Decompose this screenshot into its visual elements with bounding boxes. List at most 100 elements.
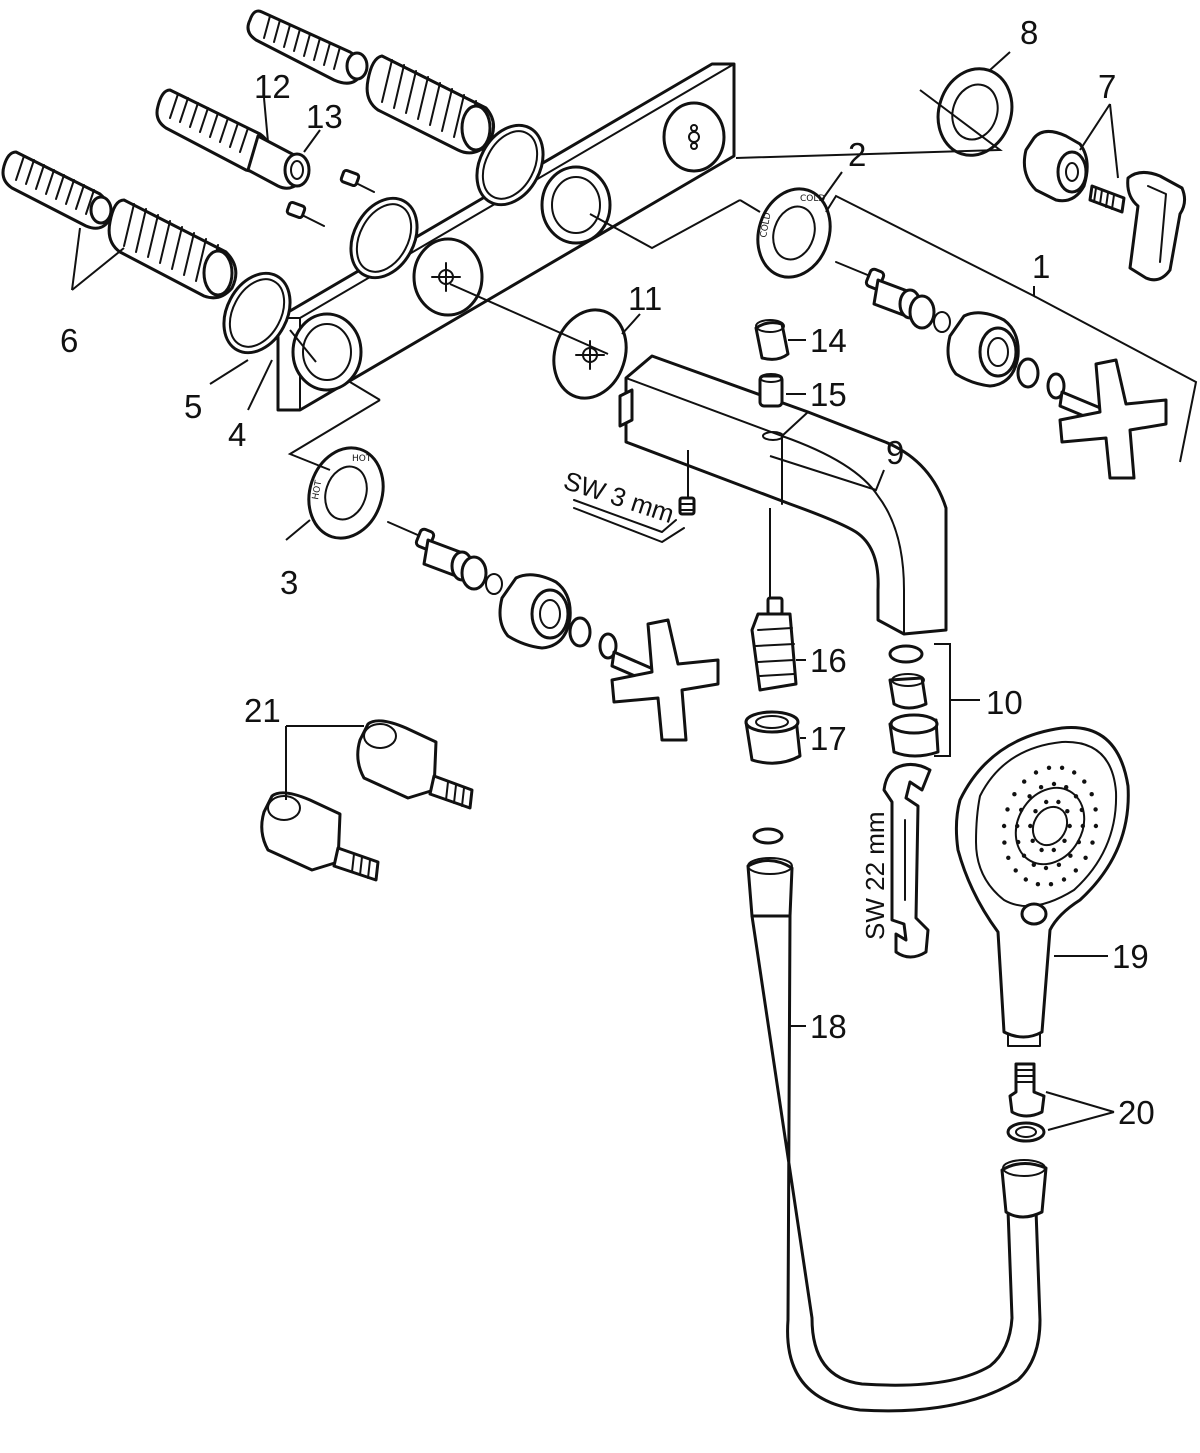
- callout-21: 21: [244, 692, 281, 729]
- nozzle-dot: [1076, 839, 1082, 845]
- bath-spout: [618, 354, 948, 636]
- nozzle-dot: [1039, 847, 1044, 853]
- plate-hole-1: [291, 312, 363, 392]
- nozzle-dot: [1048, 882, 1054, 887]
- callout-9: 9: [886, 434, 904, 471]
- nozzle-dot: [1065, 809, 1070, 814]
- callout-3: 3: [280, 564, 298, 601]
- nozzle-dot: [1001, 823, 1007, 829]
- callout-14: 14: [810, 322, 847, 359]
- nozzle-dot: [1044, 799, 1049, 805]
- plate-hole-4: [662, 101, 726, 173]
- spout-cap: [754, 319, 790, 361]
- escutcheon-ring-11: [552, 308, 628, 400]
- grub-screw: [678, 496, 696, 516]
- escutcheon-ring-hot: HOT HOT: [307, 446, 385, 540]
- extension-sleeve-left-small: [1, 150, 113, 230]
- diverter-cartridge: [750, 596, 798, 692]
- o-ring-1: [222, 271, 292, 355]
- plate-screw-2: [285, 200, 325, 227]
- nozzle-dot: [1051, 847, 1057, 853]
- nozzle-dot: [1030, 838, 1035, 843]
- nozzle-dot: [1043, 865, 1049, 871]
- o-ring-2: [349, 196, 419, 280]
- nozzle-dot: [1061, 877, 1067, 882]
- plate-screw-1: [339, 168, 375, 193]
- nozzle-dot: [1033, 770, 1039, 775]
- extension-sleeve-middle: [155, 88, 311, 190]
- nozzle-dot: [1019, 807, 1024, 813]
- nozzle-dot: [1059, 765, 1065, 770]
- o-ring-3: [475, 123, 545, 207]
- valve-set-hot: [387, 521, 720, 742]
- nozzle-dot: [1016, 839, 1021, 845]
- nozzle-dot: [1089, 792, 1094, 797]
- callout-18: 18: [810, 1008, 847, 1045]
- callout-16: 16: [810, 642, 847, 679]
- nozzle-dot: [1031, 862, 1037, 867]
- plate-hole-2: [412, 237, 484, 317]
- nozzle-dot: [1013, 868, 1018, 873]
- cartridge-nut: [744, 710, 802, 765]
- shower-hose: [746, 827, 1048, 1413]
- aerator-set: [888, 644, 940, 758]
- nozzle-dot: [1090, 840, 1095, 845]
- nozzle-dot: [1073, 868, 1079, 873]
- callout-11: 11: [628, 280, 662, 317]
- adapter-upper: [356, 719, 474, 810]
- flow-limiter-set: [1006, 1062, 1046, 1143]
- nozzle-dot: [1093, 807, 1098, 812]
- nozzle-dot: [1083, 855, 1088, 860]
- nozzle-dot: [1006, 855, 1011, 860]
- nozzle-dot: [1012, 792, 1017, 797]
- plate-hole-3: [540, 165, 612, 245]
- callout-2: 2: [848, 136, 866, 173]
- wall-plate: [276, 62, 736, 412]
- nozzle-dot: [1079, 807, 1085, 813]
- nozzle-dot: [1056, 799, 1061, 805]
- callout-5: 5: [184, 388, 202, 425]
- adapter-set: [260, 719, 474, 882]
- nozzle-dot: [1015, 823, 1020, 829]
- callout-7: 7: [1098, 68, 1116, 105]
- nozzle-dot: [1046, 765, 1052, 770]
- callout-1: 1: [1032, 248, 1050, 285]
- callout-19: 19: [1112, 938, 1149, 975]
- nozzle-dot: [1033, 809, 1038, 814]
- nozzle-dot: [1072, 770, 1077, 775]
- nozzle-dot: [1067, 823, 1072, 829]
- nozzle-dot: [1082, 779, 1087, 784]
- nozzle-dot: [1027, 794, 1032, 799]
- nozzle-dot: [1038, 785, 1044, 790]
- nozzle-dot: [1080, 823, 1086, 829]
- extension-sleeve-left-large: [107, 198, 238, 300]
- nozzle-dot: [1023, 877, 1028, 882]
- wall-bracket-set: [1022, 130, 1187, 282]
- nozzle-dot: [1073, 794, 1079, 799]
- callout-8: 8: [1020, 14, 1038, 51]
- nozzle-dot: [1035, 882, 1041, 887]
- wrench-label: SW 22 mm: [860, 811, 890, 940]
- wrench-tool: SW 22 mm: [860, 763, 932, 959]
- nozzle-dot: [1062, 838, 1067, 843]
- callout-10: 10: [986, 684, 1023, 721]
- callout-17: 17: [810, 720, 847, 757]
- nozzle-dot: [1056, 862, 1062, 867]
- callout-4: 4: [228, 416, 246, 453]
- nozzle-dot: [1093, 823, 1099, 829]
- leader-lines: [71, 51, 1198, 1131]
- ring-text-cold-2: COLD: [759, 212, 773, 239]
- nozzle-dot: [1021, 779, 1027, 784]
- ring-text-cold-1: COLD: [800, 194, 825, 204]
- extension-sleeve-upper-large: [365, 54, 495, 155]
- hex-key-tool: SW 3 mm: [560, 465, 685, 543]
- adapter-lower: [260, 791, 380, 882]
- nozzle-dot: [1051, 781, 1057, 787]
- valve-set-cold: [835, 261, 1168, 480]
- nozzle-dot: [1068, 853, 1073, 858]
- callout-12: 12: [254, 68, 291, 105]
- callout-20: 20: [1118, 1094, 1155, 1131]
- shower-nozzle-dots: [1001, 765, 1099, 887]
- callout-15: 15: [810, 376, 847, 413]
